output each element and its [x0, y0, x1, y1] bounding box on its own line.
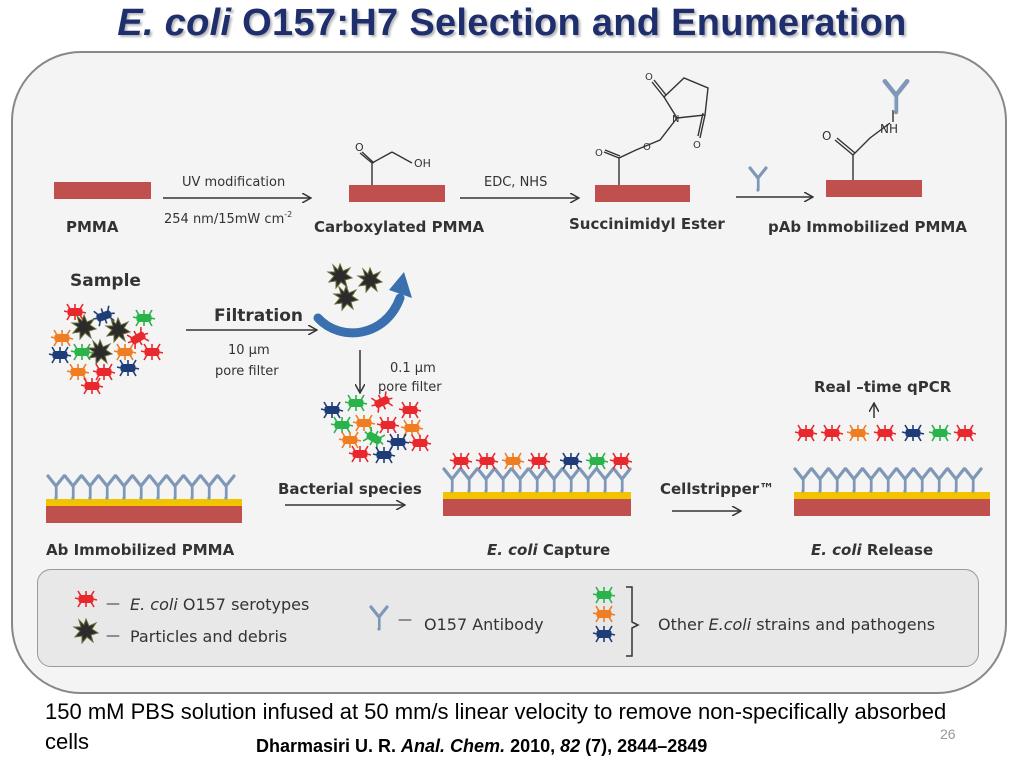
legend-brace	[626, 586, 640, 657]
amide-o: O	[822, 129, 831, 143]
carboxylated-bar	[349, 185, 445, 202]
succinimidyl-label: Succinimidyl Ester	[569, 215, 725, 233]
legend-dash-3: —	[398, 612, 412, 628]
amide-structure	[834, 110, 894, 180]
ab-immobilized-label: Ab Immobilized PMMA	[46, 541, 235, 559]
capture-antibody-row	[442, 467, 632, 493]
nhs-o3: O	[645, 72, 653, 83]
legend-particles-label: Particles and debris	[130, 627, 287, 646]
capture-gold-layer	[443, 492, 631, 499]
sample-mixture	[49, 304, 163, 394]
release-pmma-bar	[794, 499, 990, 516]
legend-orange-icon	[593, 606, 615, 622]
nhs-o1: O	[595, 148, 603, 159]
ab-pmma-bar	[46, 506, 242, 523]
legend-antibody-icon	[369, 605, 389, 631]
sample-label: Sample	[70, 271, 141, 291]
edc-label: EDC, NHS	[484, 175, 547, 190]
filtered-bacteria	[321, 390, 431, 463]
pmma-label: PMMA	[66, 218, 119, 236]
ab-gold-layer	[46, 499, 242, 506]
caption-text: 150 mM PBS solution infused at 50 mm/s l…	[45, 699, 947, 754]
slide-title: E. coli O157:H7 Selection and Enumeratio…	[117, 2, 907, 44]
capture-label: E. coli Capture	[487, 541, 610, 559]
filtration-label: Filtration	[214, 306, 303, 326]
nhs-o2: O	[643, 142, 651, 153]
pore01-line1: 0.1 μm	[390, 361, 436, 376]
legend-antibody-label: O157 Antibody	[424, 615, 544, 634]
pab-label: pAb Immobilized PMMA	[768, 218, 967, 236]
uv-conditions: 254 nm/15mW cm-2	[164, 210, 292, 227]
legend-box	[37, 569, 979, 667]
legend-other-label: Other E.coli strains and pathogens	[658, 615, 935, 634]
bacterial-label: Bacterial species	[278, 480, 422, 498]
pore01-line2: pore filter	[378, 380, 442, 395]
carboxylated-label: Carboxylated PMMA	[314, 218, 484, 236]
pore10-line2: pore filter	[215, 364, 279, 379]
nhs-ester-structure	[603, 77, 709, 185]
pore10-line1: 10 μm	[228, 343, 270, 358]
legend-navy-icon	[593, 626, 615, 642]
curved-arrow-head	[389, 272, 412, 298]
carboxyl-structure	[359, 151, 413, 185]
ab-antibody-row	[46, 474, 236, 500]
captured-bacteria	[450, 453, 632, 469]
legend-dash-2: —	[106, 628, 120, 644]
page-number: 26	[940, 726, 956, 742]
legend-debris-icon	[73, 618, 99, 644]
legend-dash-1: —	[106, 596, 120, 612]
release-antibody-row	[793, 467, 983, 493]
release-gold-layer	[794, 492, 990, 499]
cellstripper-label: Cellstripper™	[660, 480, 774, 498]
carboxyl-oh: OH	[414, 157, 431, 170]
retained-debris	[327, 263, 383, 311]
amide-nh: NH	[880, 122, 898, 136]
legend-ecoli-icon	[75, 591, 97, 607]
release-label: E. coli Release	[811, 541, 933, 559]
nhs-o4: O	[693, 140, 701, 151]
capture-pmma-bar	[443, 499, 631, 516]
uv-label: UV modification	[182, 175, 285, 190]
nhs-n: N	[672, 114, 679, 125]
pab-bar	[826, 180, 922, 197]
succinimidyl-bar	[595, 185, 690, 202]
released-bacteria	[795, 425, 976, 441]
legend-green-icon	[593, 587, 615, 603]
carboxyl-o: O	[355, 141, 364, 154]
antibody-icon	[748, 166, 768, 192]
qpcr-label: Real –time qPCR	[814, 378, 952, 396]
legend-ecoli-label: E. coli O157 serotypes	[130, 595, 309, 614]
citation: Dharmasiri U. R. Anal. Chem. 2010, 82 (7…	[256, 736, 708, 756]
curved-blue-arrow	[313, 293, 405, 338]
antibody-icon	[885, 81, 907, 112]
pmma-bar	[54, 182, 151, 199]
